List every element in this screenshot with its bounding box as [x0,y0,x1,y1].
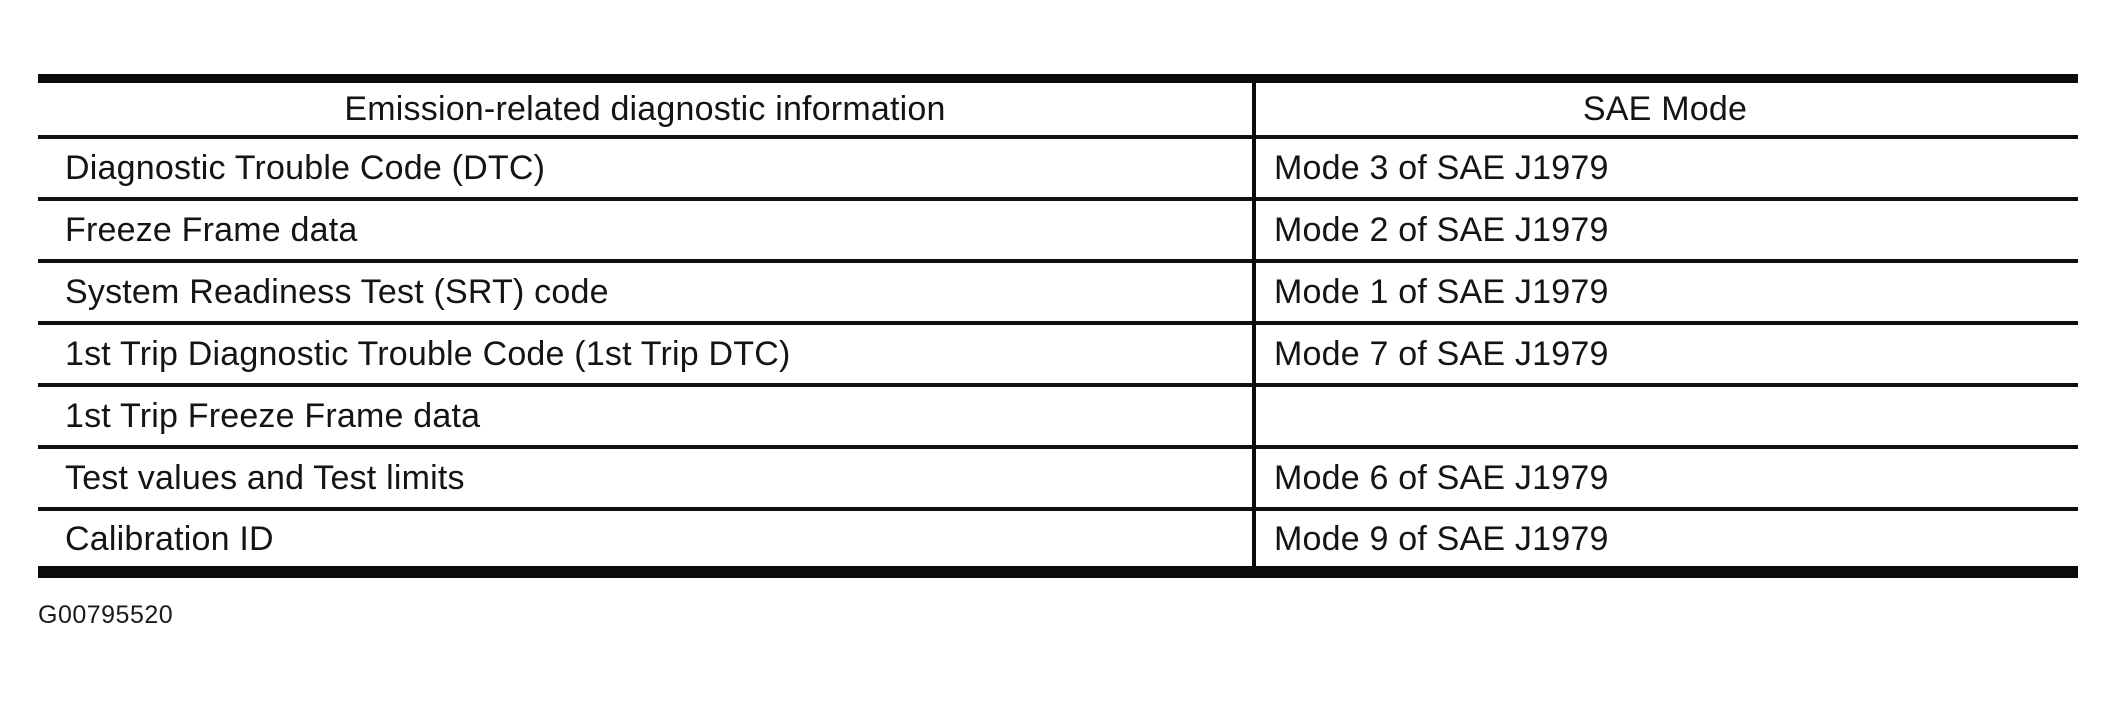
table-row: Test values and Test limits Mode 6 of SA… [38,449,2078,511]
cell-info: 1st Trip Freeze Frame data [65,397,481,435]
column-header-mode: SAE Mode [1582,90,1748,128]
cell-mode: Mode 9 of SAE J1979 [1274,519,1609,558]
table-row: 1st Trip Diagnostic Trouble Code (1st Tr… [38,325,2078,387]
cell-mode [1252,387,2078,445]
diagnostic-info-table: Emission-related diagnostic information … [38,74,2078,578]
column-header-info: Emission-related diagnostic information [344,90,946,128]
cell-info: 1st Trip Diagnostic Trouble Code (1st Tr… [65,335,791,373]
table-row: Freeze Frame data Mode 2 of SAE J1979 [38,201,2078,263]
table-row: Diagnostic Trouble Code (DTC) Mode 3 of … [38,139,2078,201]
column-divider-rule [1252,83,1256,566]
cell-info: Test values and Test limits [65,459,465,497]
cell-mode: Mode 7 of SAE J1979 [1274,335,1609,373]
cell-info: Diagnostic Trouble Code (DTC) [65,149,546,187]
table-row: Calibration ID Mode 9 of SAE J1979 [38,511,2078,566]
cell-info: Calibration ID [65,519,274,558]
table-row: System Readiness Test (SRT) code Mode 1 … [38,263,2078,325]
table-header-row: Emission-related diagnostic information … [38,83,2078,139]
cell-mode: Mode 6 of SAE J1979 [1274,459,1609,497]
cell-info: System Readiness Test (SRT) code [65,273,609,311]
figure-id-caption: G00795520 [38,601,174,629]
cell-mode: Mode 3 of SAE J1979 [1274,149,1609,187]
cell-mode: Mode 1 of SAE J1979 [1274,273,1609,311]
cell-info: Freeze Frame data [65,211,358,249]
table-row: 1st Trip Freeze Frame data [38,387,2078,449]
cell-mode: Mode 2 of SAE J1979 [1274,211,1609,249]
